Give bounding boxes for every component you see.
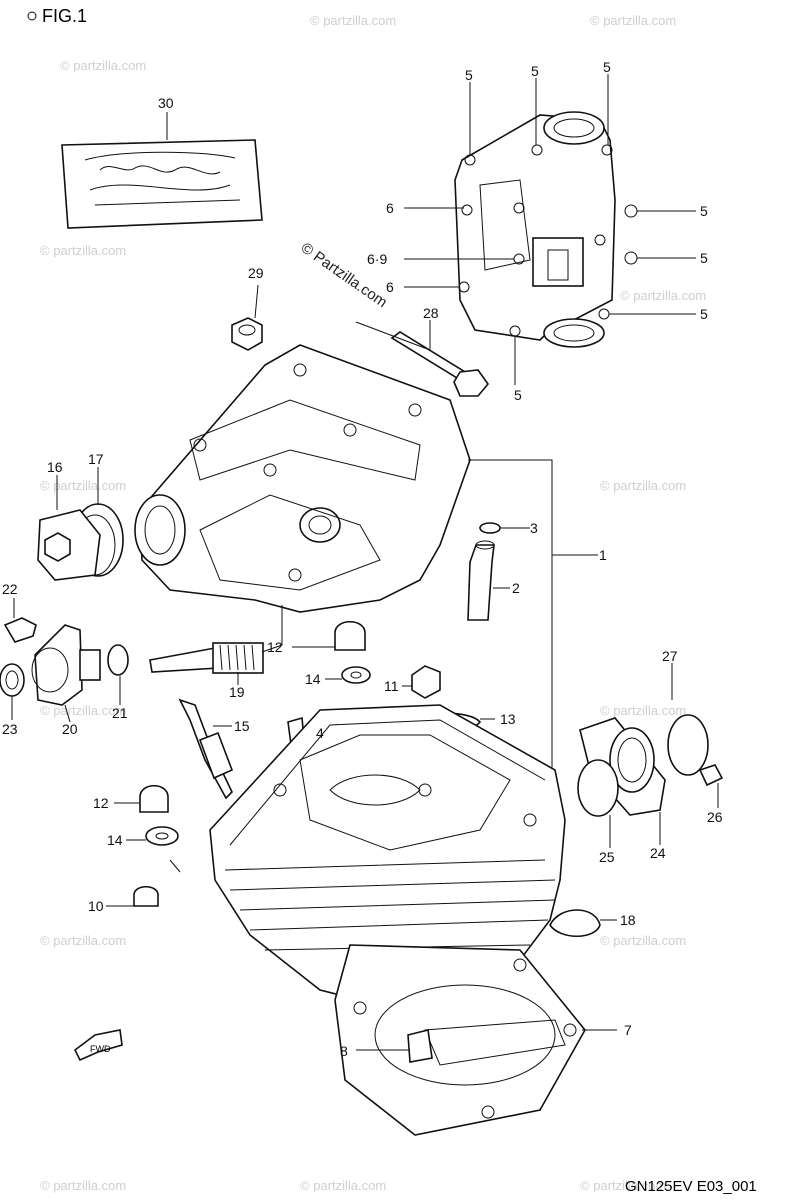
watermark: © partzilla.com: [40, 243, 126, 258]
watermark: © partzilla.com: [580, 1178, 666, 1193]
valve-guide-2-clip-3: [467, 522, 530, 621]
fwd-arrow-icon: FWD: [73, 1029, 123, 1062]
callout-30: 30: [158, 95, 174, 111]
callout-14: 14: [305, 671, 321, 687]
title-marker: [27, 11, 37, 21]
callout-24: 24: [650, 845, 666, 861]
callout-1: 1: [599, 547, 607, 563]
callout-5: 5: [465, 67, 473, 83]
tach-drive-group: [0, 598, 129, 723]
callout-4: 4: [316, 725, 324, 741]
watermark: © partzilla.com: [620, 288, 706, 303]
watermark: © partzilla.com: [600, 478, 686, 493]
base-gasket-7: [334, 944, 617, 1136]
callout-18: 18: [620, 912, 636, 928]
callout-2: 2: [512, 580, 520, 596]
tach-gear-19: [149, 605, 283, 685]
watermark: © partzilla.com: [40, 933, 126, 948]
callout-8: 8: [340, 1043, 348, 1059]
figure-title: FIG.1: [42, 6, 87, 26]
watermark: © partzilla.com: [40, 1178, 126, 1193]
callout-29: 29: [248, 265, 264, 281]
callout-5: 5: [700, 203, 708, 219]
callout-19: 19: [229, 684, 245, 700]
callout-17: 17: [88, 451, 104, 467]
callout-3: 3: [530, 520, 538, 536]
callout-16: 16: [47, 459, 63, 475]
figure-code: GN125EV E03_001: [625, 1178, 757, 1195]
callout-12: 12: [93, 795, 109, 811]
callout-6: 6: [386, 279, 394, 295]
callout-5: 5: [531, 63, 539, 79]
callout-10: 10: [88, 898, 104, 914]
callout-15: 15: [234, 718, 250, 734]
watermark: © partzilla.com: [40, 703, 126, 718]
gasket-set-30: [61, 112, 263, 229]
watermark: © partzilla.com: [300, 1178, 386, 1193]
callout-6: 6: [386, 200, 394, 216]
cylinder-head-cover: [454, 111, 638, 348]
fwd-label: FWD: [90, 1044, 111, 1054]
cover-leaders: [404, 74, 696, 385]
watermark: © partzilla.com: [40, 478, 126, 493]
watermark: © partzilla.com: [60, 58, 146, 73]
callout-13: 13: [500, 711, 516, 727]
callout-20: 20: [62, 721, 78, 737]
callout-5: 5: [603, 59, 611, 75]
watermark: © partzilla.com: [600, 933, 686, 948]
callout-21: 21: [112, 705, 128, 721]
callout-25: 25: [599, 849, 615, 865]
callout-labels: 30 5 5 5 6 5 6·9 5 6 5 29 28 5 16 17 3 1…: [2, 59, 723, 1059]
callout-23: 23: [2, 721, 18, 737]
cylinder-head: [134, 344, 598, 810]
callout-11: 11: [384, 678, 399, 694]
callout-12: 12: [267, 639, 283, 655]
callout-22: 22: [2, 581, 18, 597]
nut-29: [231, 284, 263, 351]
callout-28: 28: [423, 305, 439, 321]
callout-14: 14: [107, 832, 123, 848]
intake-pipe-group: [577, 663, 724, 848]
watermark: © partzilla.com: [600, 703, 686, 718]
callout-5: 5: [514, 387, 522, 403]
watermark: © partzilla.com: [310, 13, 396, 28]
watermark: © partzilla.com: [590, 13, 676, 28]
plug-16-oring-17: [37, 467, 124, 581]
callout-7: 7: [624, 1022, 632, 1038]
callout-27: 27: [662, 648, 678, 664]
callout-6-9: 6·9: [367, 251, 387, 267]
callout-26: 26: [707, 809, 723, 825]
callout-5: 5: [700, 306, 708, 322]
callout-5: 5: [700, 250, 708, 266]
stud-bolt-28: [355, 320, 490, 397]
cylinder-block: [169, 704, 617, 1011]
